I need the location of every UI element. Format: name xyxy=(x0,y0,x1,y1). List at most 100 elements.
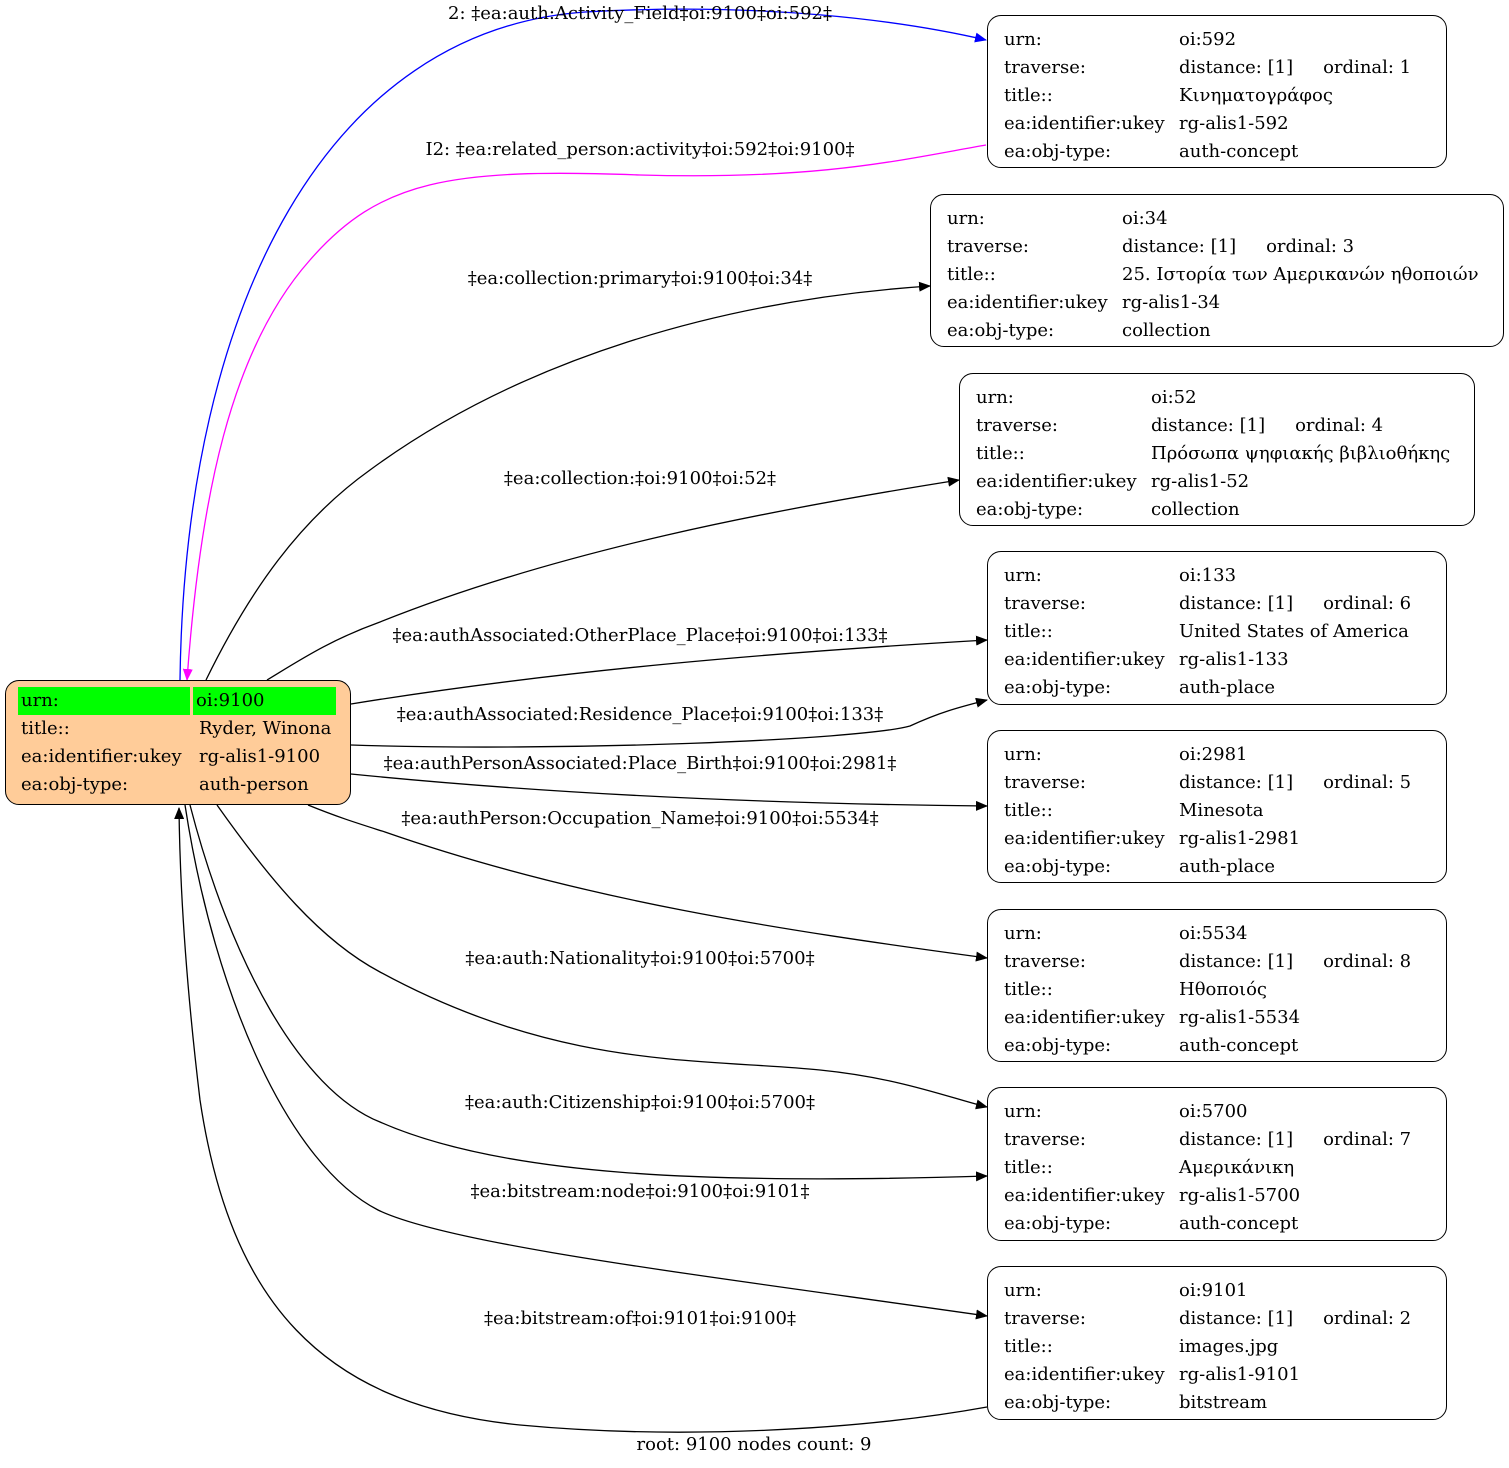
distance-value: distance: [1] xyxy=(1151,415,1266,436)
type-key: ea:obj-type: xyxy=(947,320,1055,341)
type-key: ea:obj-type: xyxy=(1004,856,1112,877)
traverse-key: traverse: xyxy=(1004,772,1086,793)
root-node[interactable]: urn: oi:9100 title:: Ryder, Winona ea:id… xyxy=(5,680,351,805)
edge-label-bitstream-node: ‡ea:bitstream:node‡oi:9100‡oi:9101‡ xyxy=(470,1181,810,1202)
distance-value: distance: [1] xyxy=(1179,1308,1294,1329)
node-oi-34[interactable]: urn:oi:34 traverse:distance: [1]ordinal:… xyxy=(930,194,1504,347)
distance-value: distance: [1] xyxy=(1179,593,1294,614)
node-oi-52[interactable]: urn:oi:52 traverse:distance: [1]ordinal:… xyxy=(959,373,1475,526)
distance-value: distance: [1] xyxy=(1122,236,1237,257)
urn-key: urn: xyxy=(947,208,985,229)
edge-citizenship xyxy=(189,804,988,1182)
edge-label-bitstream-of: ‡ea:bitstream:of‡oi:9101‡oi:9100‡ xyxy=(484,1308,796,1329)
edge-label-otherplace: ‡ea:authAssociated:OtherPlace_Place‡oi:9… xyxy=(392,625,888,646)
traverse-key: traverse: xyxy=(1004,593,1086,614)
traverse-key: traverse: xyxy=(976,415,1058,436)
ukey-key: ea:identifier:ukey xyxy=(1004,1364,1165,1385)
root-urn-key: urn: xyxy=(18,687,190,715)
type-key: ea:obj-type: xyxy=(1004,1213,1112,1234)
ukey-key: ea:identifier:ukey xyxy=(1004,649,1165,670)
graph-footer: root: 9100 nodes count: 9 xyxy=(636,1434,872,1455)
distance-value: distance: [1] xyxy=(1179,951,1294,972)
edge-label-collection-primary: ‡ea:collection:primary‡oi:9100‡oi:34‡ xyxy=(467,268,813,289)
distance-value: distance: [1] xyxy=(1179,1129,1294,1150)
edge-label-related-person: I2: ‡ea:related_person:activity‡oi:592‡o… xyxy=(425,139,855,160)
ukey-key: ea:identifier:ukey xyxy=(1004,1185,1165,1206)
traverse-key: traverse: xyxy=(1004,1129,1086,1150)
root-type-row: ea:obj-type: auth-person xyxy=(18,771,338,799)
ukey-key: ea:identifier:ukey xyxy=(1004,113,1165,134)
urn-key: urn: xyxy=(1004,29,1042,50)
root-type-key: ea:obj-type: xyxy=(21,774,129,795)
type-value: auth-concept xyxy=(1179,1213,1299,1234)
node-oi-133[interactable]: urn:oi:133 traverse:distance: [1]ordinal… xyxy=(987,551,1447,705)
title-key: title:: xyxy=(1004,1157,1053,1178)
edge-collection-primary xyxy=(205,281,931,681)
ukey-value: rg-alis1-5700 xyxy=(1179,1185,1301,1206)
ukey-value: rg-alis1-592 xyxy=(1179,113,1289,134)
edge-label-place-birth: ‡ea:authPersonAssociated:Place_Birth‡oi:… xyxy=(383,753,897,774)
node-oi-9101[interactable]: urn:oi:9101 traverse:distance: [1]ordina… xyxy=(987,1266,1447,1420)
root-urn-row: urn: oi:9100 xyxy=(18,687,338,715)
traverse-key: traverse: xyxy=(947,236,1029,257)
ordinal-value: ordinal: 8 xyxy=(1323,951,1412,972)
title-value: images.jpg xyxy=(1179,1336,1279,1357)
node-oi-5700[interactable]: urn: oi:5700 traverse: distance: [1] ordina… xyxy=(987,1087,1447,1241)
ordinal-value: ordinal: 7 xyxy=(1323,1129,1412,1150)
ukey-key: ea:identifier:ukey xyxy=(1004,828,1165,849)
node-oi-2981[interactable]: urn:oi:2981 traverse:distance: [1]ordina… xyxy=(987,730,1447,883)
title-key: title:: xyxy=(1004,85,1053,106)
urn-value: oi:5534 xyxy=(1179,923,1248,944)
edge-related-person xyxy=(182,144,987,681)
type-value: auth-place xyxy=(1179,677,1275,698)
edge-label-nationality: ‡ea:auth:Nationality‡oi:9100‡oi:5700‡ xyxy=(465,948,815,969)
type-key: ea:obj-type: xyxy=(1004,1392,1112,1413)
ukey-key: ea:identifier:ukey xyxy=(1004,1007,1165,1028)
urn-key: urn: xyxy=(1004,1101,1042,1122)
urn-key: urn: xyxy=(1004,1280,1042,1301)
title-value: 25. Ιστορία των Αμερικανών ηθοποιών xyxy=(1122,264,1479,285)
edge-label-citizenship: ‡ea:auth:Citizenship‡oi:9100‡oi:5700‡ xyxy=(465,1092,815,1113)
edge-occupation xyxy=(307,804,988,962)
root-ukey-value: rg-alis1-9100 xyxy=(199,746,321,767)
edge-label-activity-field: 2: ‡ea:auth:Activity_Field‡oi:9100‡oi:59… xyxy=(448,3,832,24)
urn-value: oi:9101 xyxy=(1179,1280,1248,1301)
title-key: title:: xyxy=(976,443,1025,464)
ordinal-value: ordinal: 6 xyxy=(1323,593,1412,614)
edge-label-occupation: ‡ea:authPerson:Occupation_Name‡oi:9100‡o… xyxy=(401,808,879,829)
node-oi-5534[interactable]: urn: oi:5534 traverse: distance: [1] ordina… xyxy=(987,909,1447,1062)
ukey-value: rg-alis1-5534 xyxy=(1179,1007,1301,1028)
type-value: collection xyxy=(1122,320,1211,341)
urn-value: oi:2981 xyxy=(1179,744,1248,765)
title-value: Πρόσωπα ψηφιακής βιβλιοθήκης xyxy=(1151,443,1451,464)
title-key: title:: xyxy=(1004,979,1053,1000)
edge-label-collection: ‡ea:collection:‡oi:9100‡oi:52‡ xyxy=(503,468,777,489)
ukey-value: rg-alis1-133 xyxy=(1179,649,1289,670)
type-value: auth-concept xyxy=(1179,141,1299,162)
urn-key: urn: xyxy=(1004,923,1042,944)
edge-nationality xyxy=(216,804,988,1110)
edge-label-residence: ‡ea:authAssociated:Residence_Place‡oi:91… xyxy=(396,704,884,725)
title-value: Ηθοποιός xyxy=(1179,979,1268,1000)
node-oi-592[interactable]: urn:oi:592 traverse:distance: [1]ordinal… xyxy=(987,15,1447,168)
root-ukey-key: ea:identifier:ukey xyxy=(21,746,182,767)
title-value: United States of America xyxy=(1179,621,1409,642)
urn-value: oi:133 xyxy=(1179,565,1237,586)
traverse-key: traverse: xyxy=(1004,951,1086,972)
type-value: bitstream xyxy=(1179,1392,1268,1413)
urn-value: oi:5700 xyxy=(1179,1101,1248,1122)
title-value: Αμερικάνικη xyxy=(1179,1157,1295,1178)
urn-value: oi:34 xyxy=(1122,208,1168,229)
ukey-key: ea:identifier:ukey xyxy=(947,292,1108,313)
title-key: title:: xyxy=(1004,800,1053,821)
type-value: auth-concept xyxy=(1179,1035,1299,1056)
edge-residence xyxy=(350,697,988,748)
edge-activity-field xyxy=(179,8,987,681)
ukey-value: rg-alis1-34 xyxy=(1122,292,1221,313)
type-key: ea:obj-type: xyxy=(1004,677,1112,698)
type-key: ea:obj-type: xyxy=(976,499,1084,520)
title-key: title:: xyxy=(1004,621,1053,642)
traverse-key: traverse: xyxy=(1004,1308,1086,1329)
distance-value: distance: [1] xyxy=(1179,772,1294,793)
